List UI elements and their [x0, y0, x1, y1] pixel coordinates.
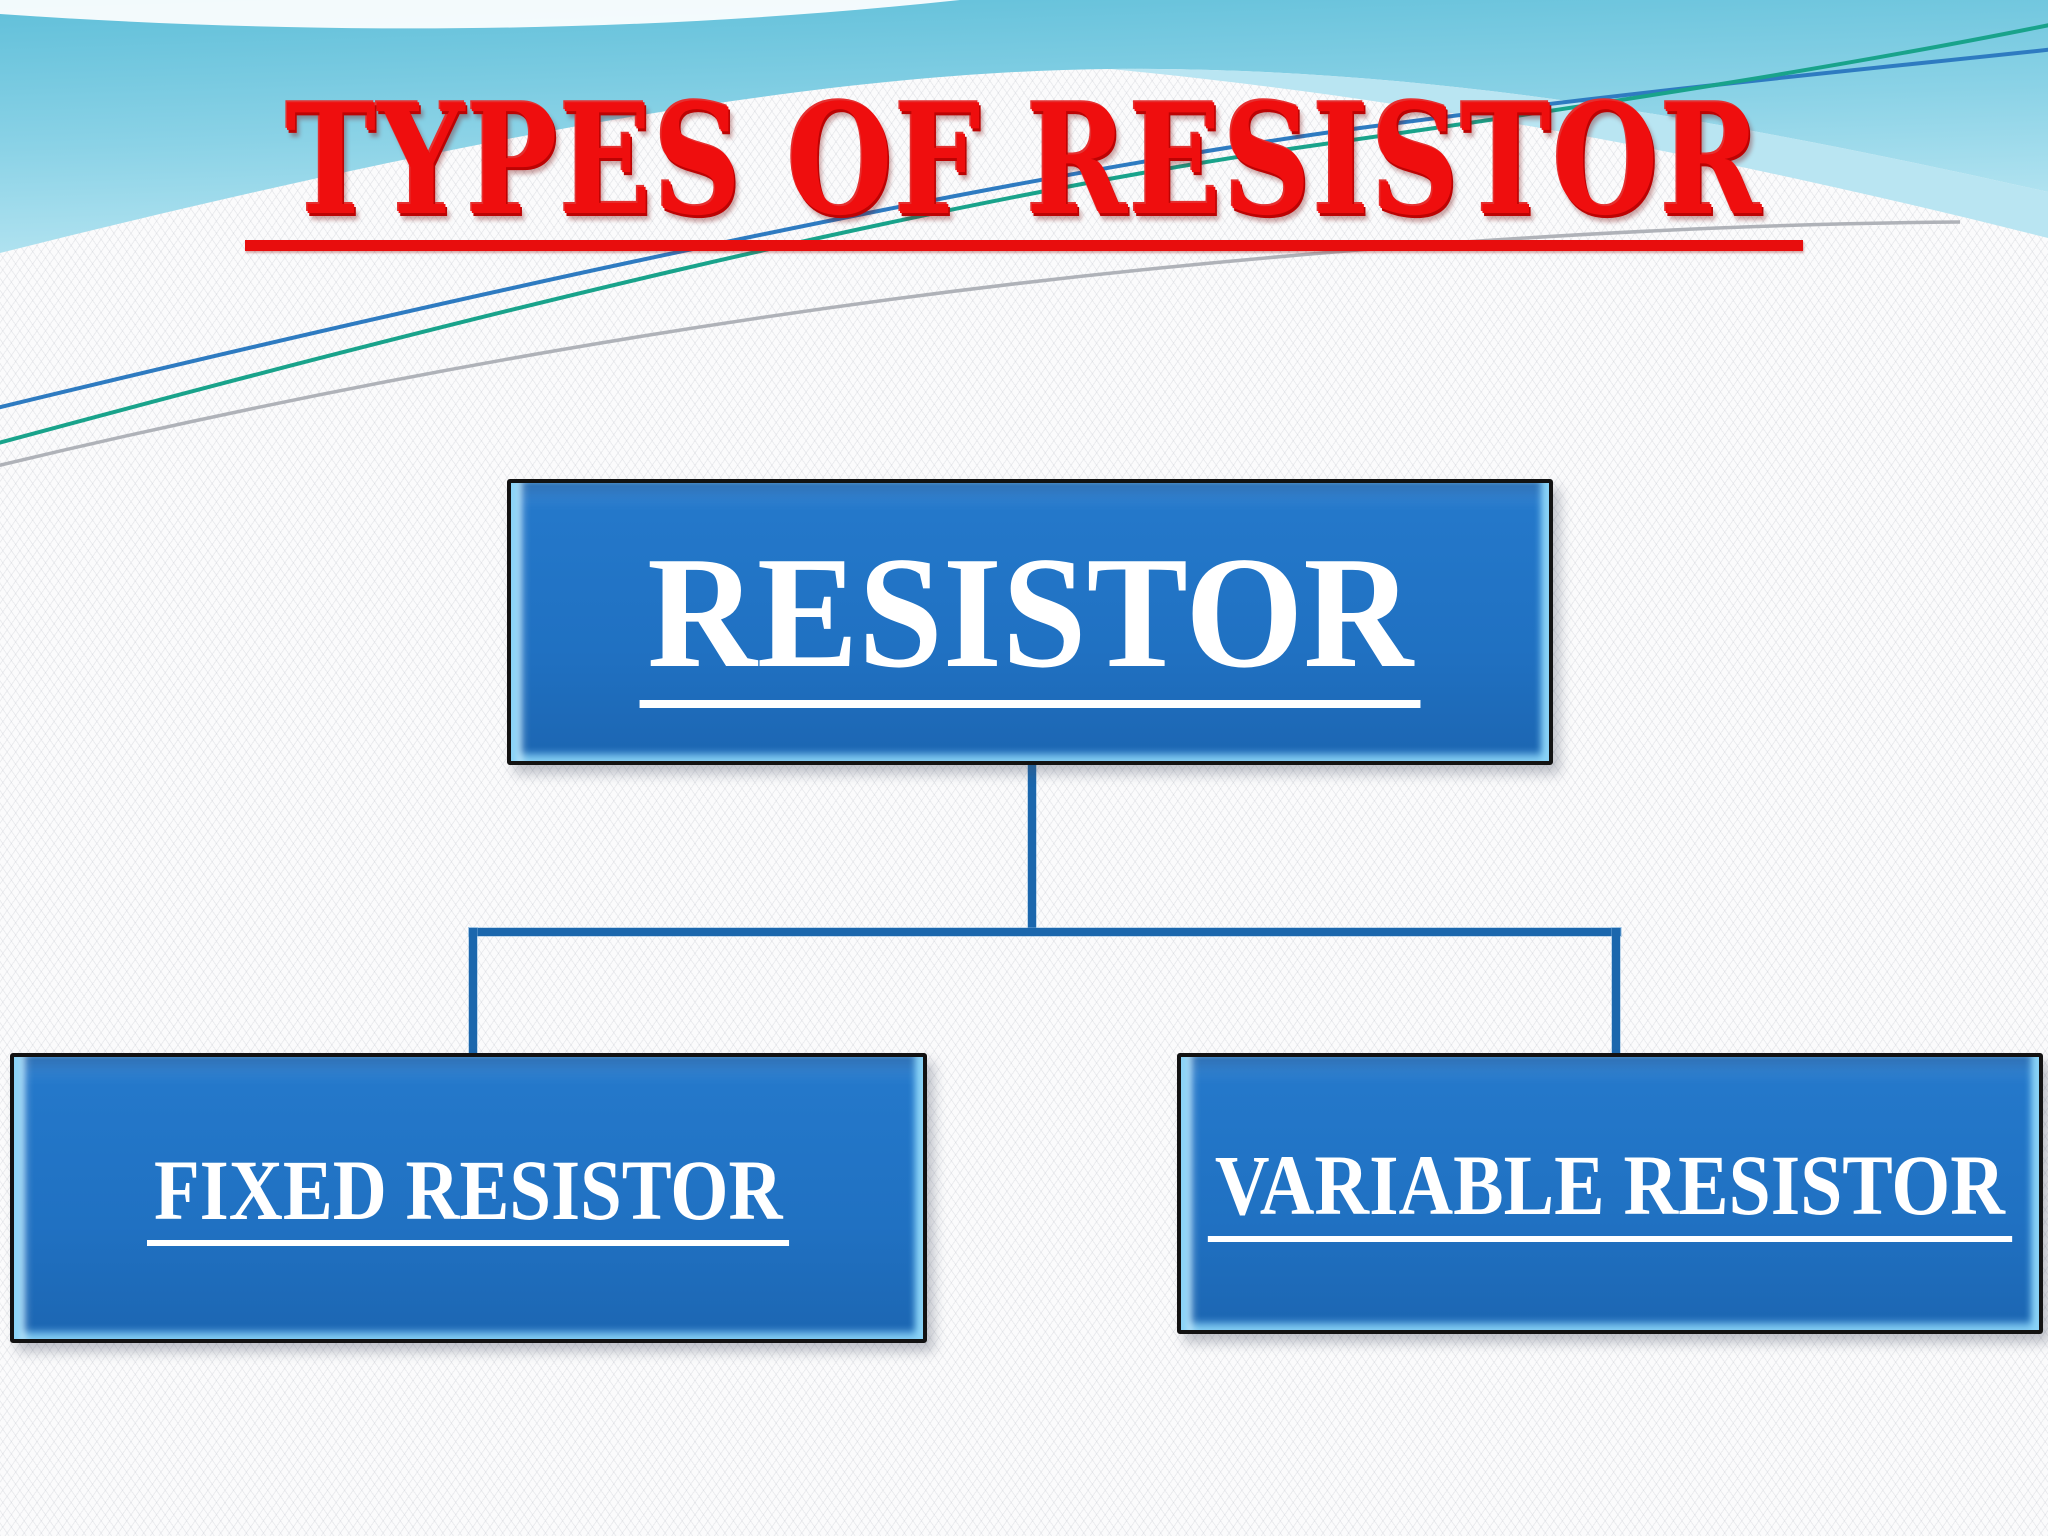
page-title-block: TYPES OF RESISTOR: [0, 84, 2048, 251]
connector-horizontal: [469, 928, 1621, 936]
header-wave-graphic: [0, 0, 2048, 467]
connector-root-drop: [1028, 762, 1036, 932]
connector-left-drop: [469, 928, 477, 1056]
page-title: TYPES OF RESISTOR: [285, 70, 1763, 249]
node-variable-resistor: VARIABLE RESISTOR: [1177, 1053, 2043, 1334]
secondary-wave-band: [1110, 68, 2048, 239]
sky-wave-shape: [0, 0, 2048, 253]
decor-line-blue: [0, 47, 2048, 410]
connector-right-drop: [1612, 928, 1620, 1056]
top-white-ribbon: [0, 0, 960, 29]
decor-line-gray: [0, 220, 1961, 467]
node-fixed-resistor-label: FIXED RESISTOR: [147, 1147, 790, 1247]
decor-line-teal: [0, 23, 2048, 445]
node-resistor: RESISTOR: [507, 479, 1553, 765]
node-resistor-label: RESISTOR: [639, 532, 1421, 708]
node-variable-resistor-label: VARIABLE RESISTOR: [1207, 1142, 2013, 1242]
node-fixed-resistor: FIXED RESISTOR: [10, 1053, 927, 1343]
title-underline: [245, 240, 1803, 251]
